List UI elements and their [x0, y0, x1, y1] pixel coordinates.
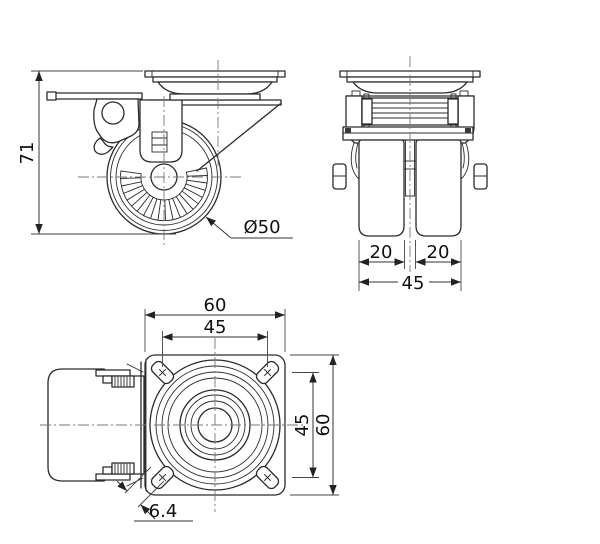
dim-text-wheel-diameter: Ø50	[243, 217, 280, 238]
right-wheel	[415, 139, 462, 237]
dim-plate-width: 60	[144, 295, 286, 352]
brake-lever-arm	[47, 92, 143, 100]
dim-text-bolt-spacing-y: 45	[292, 414, 313, 437]
side-view-brake-lever	[46, 91, 143, 155]
dim-text-bolt-spacing-x: 45	[204, 317, 227, 338]
fork-label-plate	[151, 131, 168, 153]
swivel-collar	[169, 93, 261, 101]
brake-lever-end-cap	[46, 91, 57, 101]
plan-brake-pedal-bottom	[95, 462, 135, 481]
dim-text-overall-wheel-span: 45	[402, 273, 425, 294]
front-view-wheels	[358, 139, 462, 237]
bracket-ear-right	[459, 90, 469, 97]
axle-bolt-left	[361, 98, 373, 125]
plan-brake-pedal-top	[95, 369, 135, 388]
dim-overall-height: 71	[17, 70, 176, 235]
side-view-mounting-plate	[144, 70, 286, 101]
top-plate	[144, 70, 286, 78]
bracket-chamfer-top	[126, 363, 144, 373]
left-wheel	[358, 139, 405, 237]
front-view-bracket	[332, 90, 488, 190]
axle-bolt-right	[447, 98, 459, 125]
dim-text-bolt-slot-width: 6.4	[149, 501, 178, 522]
brake-tab-left	[332, 163, 347, 190]
top-view-wheel-assembly	[47, 368, 145, 482]
swivel-dome	[157, 81, 273, 95]
swivel-dome-front	[352, 81, 468, 94]
center-stem	[403, 139, 417, 197]
dim-text-plate-depth: 60	[313, 414, 334, 437]
dim-text-overall-height: 71	[17, 142, 38, 165]
plate-second-tier	[152, 76, 278, 83]
dim-text-right-wheel-width: 20	[427, 242, 450, 263]
top-view-centerlines	[40, 338, 303, 512]
dim-bolt-slot-width: 6.4	[116, 466, 193, 522]
brake-tab-right	[473, 163, 488, 190]
dim-wheel-diameter: Ø50	[205, 216, 293, 239]
dim-plate-depth: 60	[290, 354, 339, 496]
bracket-ear-left	[351, 90, 361, 97]
side-view: 71 Ø50	[17, 60, 293, 248]
dim-text-left-wheel-width: 20	[370, 242, 393, 263]
top-view: 60 45 45 60 6.4	[40, 295, 339, 522]
fork-body	[139, 99, 183, 163]
dim-bolt-spacing-x: 45	[162, 317, 268, 367]
brake-hook	[93, 137, 114, 155]
dim-bolt-spacing-y: 45	[292, 372, 319, 478]
fork-leg-diagonal	[196, 103, 281, 172]
bolt-slots	[150, 360, 280, 490]
side-view-centerlines	[78, 60, 242, 248]
bracket-chamfer-bottom	[126, 477, 144, 487]
dim-text-plate-width: 60	[204, 295, 227, 316]
wheel-spokes	[120, 167, 208, 221]
brake-pivot-hole	[101, 101, 125, 125]
brake-pedal-band	[342, 126, 474, 141]
front-view: 20 20 45	[332, 56, 488, 294]
dim-overall-wheel-span: 45	[359, 273, 461, 294]
